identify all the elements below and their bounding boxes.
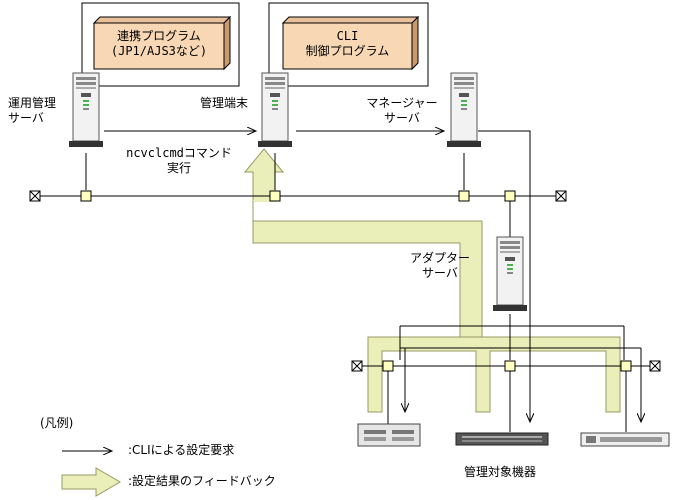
command-label: ncvclcmdコマンド 実行 — [126, 146, 232, 175]
adapter-server-icon — [492, 236, 528, 312]
legend-title: (凡例) — [40, 416, 74, 430]
program-frame-terminal — [268, 2, 429, 87]
node-terminal — [269, 190, 281, 202]
terminal-server-icon — [257, 72, 293, 148]
managed-device-1-icon — [357, 423, 421, 447]
bottom-line-terminator-left — [351, 360, 363, 372]
feedback-path — [243, 148, 621, 413]
node-manager-server — [458, 190, 470, 202]
legend-feedback-text: :設定結果のフィードバック — [128, 474, 276, 488]
adapter-server-label: アダプター サーバ — [409, 251, 470, 280]
program-frame-operation — [81, 2, 240, 87]
node-device-3 — [620, 360, 632, 372]
linked-program-box — [92, 15, 232, 71]
managed-devices-label: 管理対象機器 — [464, 465, 537, 479]
managed-device-3-icon — [580, 432, 670, 447]
cli-arrow-to-device-2 — [478, 130, 530, 422]
managed-device-2-icon — [455, 432, 549, 446]
operation-server-label: 運用管理 サーバ — [8, 96, 57, 125]
operation-server-icon — [68, 72, 104, 148]
top-line-terminator-left — [29, 190, 41, 202]
linked-program-label: 連携プログラム (JP1/AJS3など) — [110, 29, 208, 58]
legend-request-text: :CLIによる設定要求 — [128, 443, 235, 457]
top-line-terminator-right — [555, 190, 567, 202]
manager-server-label: マネージャー サーバ — [366, 96, 438, 125]
bottom-line-terminator-right — [649, 360, 661, 372]
cli-program-label: CLI 制御プログラム — [305, 29, 390, 58]
node-adapter-top — [504, 190, 516, 202]
node-device-2 — [504, 360, 516, 372]
terminal-label: 管理端末 — [200, 96, 249, 110]
node-device-1 — [382, 360, 394, 372]
legend-feedback-arrow — [61, 467, 121, 497]
node-operation-server — [80, 190, 92, 202]
manager-server-icon — [446, 72, 482, 148]
cli-program-box — [281, 15, 420, 71]
